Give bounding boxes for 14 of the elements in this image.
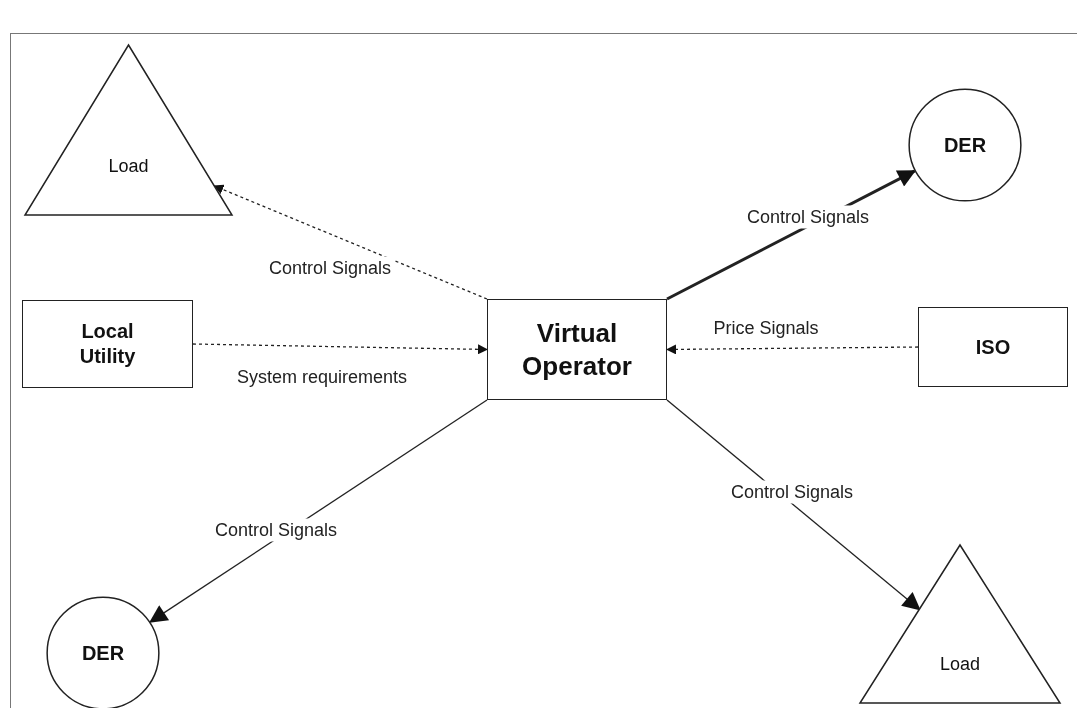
arrow — [192, 343, 488, 355]
arrow — [666, 344, 919, 355]
node-label: ISO — [974, 334, 1012, 360]
node-label: Load — [108, 154, 149, 177]
node-label: Virtual Operator — [521, 317, 633, 382]
node-label: Local Utility — [78, 319, 137, 369]
node-label: DER — [81, 640, 125, 666]
process-box — [487, 299, 667, 400]
arrow — [666, 399, 921, 611]
node-label: DER — [943, 132, 987, 158]
arrow — [149, 399, 488, 623]
node-label: Load — [939, 652, 980, 675]
process-box — [22, 300, 193, 388]
process-box — [918, 307, 1068, 387]
